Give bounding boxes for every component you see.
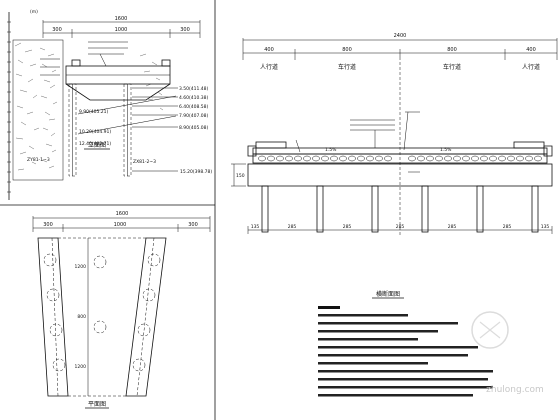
scale-unit-label: (m) bbox=[30, 9, 38, 15]
beam-height-label: 150 bbox=[236, 173, 245, 179]
plan-side-dim-2: 800 bbox=[77, 314, 86, 320]
pile-spacing-1: 135 bbox=[251, 224, 260, 230]
pile-spacing-4: 285 bbox=[396, 224, 405, 230]
slope-label-right: 1.5% bbox=[440, 147, 452, 153]
elevation-view: (m) 1600 300 1000 300 bbox=[7, 9, 212, 200]
cross-section-title: 横断面图 bbox=[376, 290, 400, 298]
plan-piles bbox=[43, 253, 161, 372]
abutment-annotations bbox=[40, 41, 128, 76]
pile-spacing-3: 285 bbox=[343, 224, 352, 230]
watermark-text: zhulong.com bbox=[486, 385, 544, 395]
plan-abutment-outline bbox=[37, 237, 167, 397]
section-dim-4: 400 bbox=[526, 47, 536, 53]
watermark: zhulong.com bbox=[471, 311, 544, 395]
plan-side-dim-3: 1200 bbox=[75, 364, 87, 370]
plan-side-dim-1: 1200 bbox=[75, 264, 87, 270]
elevation-view-title: 立面图 bbox=[88, 141, 106, 149]
elevation-dim-left: 300 bbox=[52, 27, 62, 33]
lane-label-roadway-left: 车行道 bbox=[338, 63, 356, 71]
cap-beam bbox=[231, 163, 553, 187]
lane-label-roadway-right: 车行道 bbox=[443, 63, 461, 71]
plan-view: 1600 300 1000 300 bbox=[32, 211, 211, 409]
abutment-body bbox=[65, 59, 171, 101]
section-annotations bbox=[295, 111, 420, 153]
pile-spacing-6: 285 bbox=[503, 224, 512, 230]
elevation-dim-middle: 1000 bbox=[115, 27, 128, 33]
level-label-6: 15.20(398.78) bbox=[180, 169, 212, 175]
borehole-right-label: ZX81-2~3 bbox=[133, 159, 156, 165]
soil-level-lines bbox=[77, 87, 178, 172]
bridge-deck bbox=[247, 141, 553, 164]
elevation-scale-ticks bbox=[7, 21, 11, 193]
plan-dim-middle: 1000 bbox=[114, 222, 127, 228]
plan-view-title: 平面图 bbox=[88, 401, 106, 408]
left-level-label-3: 12.40(402.71) bbox=[79, 141, 111, 147]
left-level-label-2: 10.20(404.91) bbox=[79, 129, 111, 135]
pile-spacing-5: 285 bbox=[448, 224, 457, 230]
lane-label-sidewalk-left: 人行道 bbox=[260, 63, 278, 71]
plan-dim-total: 1600 bbox=[116, 211, 129, 217]
level-label-2: 4.60(410.38) bbox=[179, 95, 209, 101]
lane-label-sidewalk-right: 人行道 bbox=[522, 63, 540, 71]
pile-spacing-2: 285 bbox=[288, 224, 297, 230]
borehole-left-label: ZY81-1~3 bbox=[27, 157, 50, 163]
elevation-piles bbox=[68, 83, 132, 177]
plan-dim-left: 300 bbox=[43, 222, 53, 228]
slope-label-left: 1.5% bbox=[325, 147, 337, 153]
level-label-4: 7.90(407.08) bbox=[179, 113, 209, 119]
elevation-dim-right: 300 bbox=[180, 27, 190, 33]
elevation-dim-total: 1600 bbox=[115, 16, 128, 22]
cross-section-view: 2400 400 800 800 400 人行道 车行道 车行道 人行道 bbox=[231, 33, 558, 299]
soil-hatch bbox=[12, 39, 164, 181]
section-piles bbox=[261, 185, 539, 233]
plan-dim-right: 300 bbox=[188, 222, 198, 228]
level-label-5: 8.90(405.08) bbox=[179, 125, 209, 131]
pile-spacing-7: 135 bbox=[541, 224, 550, 230]
section-dim-3: 800 bbox=[447, 47, 457, 53]
level-label-3: 6.40(408.58) bbox=[179, 104, 209, 110]
left-level-label-1: 9.90(405.21) bbox=[79, 109, 109, 115]
section-dim-total: 2400 bbox=[394, 33, 407, 39]
section-dim-1: 400 bbox=[264, 47, 274, 53]
section-dim-2: 800 bbox=[342, 47, 352, 53]
level-label-1: 3.50(411.48) bbox=[179, 86, 209, 92]
notes-block bbox=[318, 306, 493, 397]
